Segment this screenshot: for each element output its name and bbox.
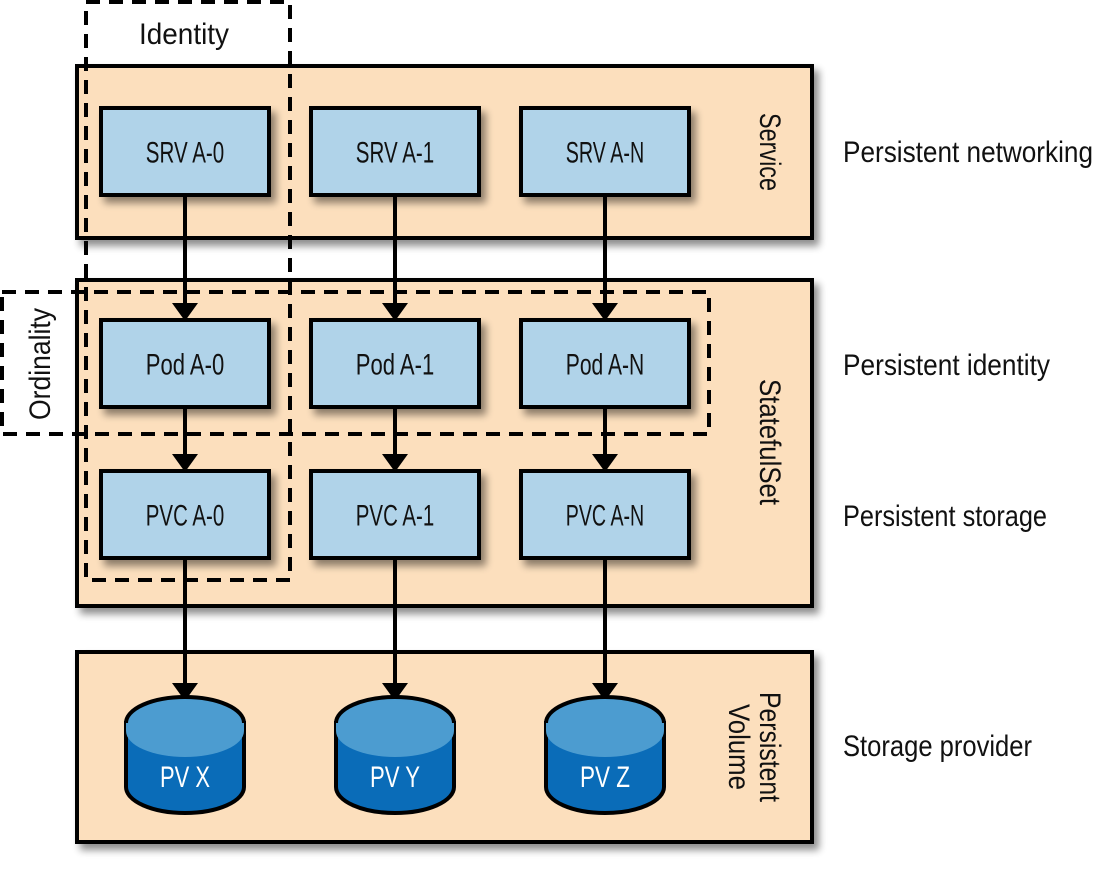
srv-box-label: SRV A-N: [566, 137, 644, 170]
connectors: [172, 195, 618, 701]
arrow-head-icon: [592, 454, 618, 472]
pvc-box-rect: [99, 469, 271, 560]
persistent-volume-cylinder-icon: PV X: [124, 695, 246, 815]
persistent-volume-label: PV X: [160, 761, 210, 794]
pvc-box: PVC A-1: [309, 469, 481, 560]
pod-box-rect: [309, 318, 481, 409]
pod-box-label: Pod A-N: [566, 349, 644, 382]
cylinder-top: [546, 697, 664, 757]
cylinder-top-outline: [334, 695, 456, 724]
pod-box-rect: [99, 318, 271, 409]
arrow-head-icon: [592, 683, 618, 701]
ordinality-group-outline: [0, 290, 711, 436]
srv-box: SRV A-1: [309, 106, 481, 197]
pod-box-label: Pod A-0: [146, 349, 224, 382]
pvc-box: PVC A-0: [99, 469, 271, 560]
srv-box-rect: [519, 106, 691, 197]
srv-box-rect: [99, 106, 271, 197]
persistent-volume-cylinder-icon: PV Z: [544, 695, 666, 815]
description-persistent-storage: Persistent storage: [843, 500, 1047, 533]
pod-box: Pod A-N: [519, 318, 691, 409]
arrow-head-icon: [382, 303, 408, 321]
resource-boxes: SRV A-0 SRV A-1 SRV A-N Pod A-0 Pod A-1 Pod A…: [99, 106, 691, 560]
pvc-box-label: PVC A-N: [566, 500, 644, 533]
pvc-box-rect: [309, 469, 481, 560]
pvc-box-rect: [519, 469, 691, 560]
arrow-head-icon: [382, 683, 408, 701]
cylinder-top: [126, 697, 244, 757]
volume-cylinders: PV X PV Y PV Z: [124, 695, 666, 815]
arrow-head-icon: [172, 683, 198, 701]
pod-box: Pod A-0: [99, 318, 271, 409]
cylinder-top-outline: [544, 695, 666, 724]
srv-box-label: SRV A-1: [356, 137, 434, 170]
srv-box-rect: [309, 106, 481, 197]
srv-box: SRV A-0: [99, 106, 271, 197]
arrow-head-icon: [592, 303, 618, 321]
identity-group-label: Identity: [139, 18, 229, 51]
arrow-head-icon: [172, 454, 198, 472]
srv-box: SRV A-N: [519, 106, 691, 197]
description-storage-provider: Storage provider: [843, 730, 1032, 763]
description-persistent-identity: Persistent identity: [843, 349, 1050, 382]
arrow-head-icon: [382, 454, 408, 472]
pod-box: Pod A-1: [309, 318, 481, 409]
persistent-volume-label: PV Y: [370, 761, 420, 794]
statefulset-layer-title: StatefulSet: [753, 379, 786, 506]
arrow-head-icon: [172, 303, 198, 321]
description-persistent-networking: Persistent networking: [843, 136, 1093, 169]
pod-box-label: Pod A-1: [356, 349, 434, 382]
service-layer-title: Service: [753, 113, 786, 191]
persistent-volume-label: PV Z: [580, 761, 630, 794]
srv-box-label: SRV A-0: [146, 137, 224, 170]
pod-box-rect: [519, 318, 691, 409]
cylinder-top-outline: [124, 695, 246, 724]
persistent-volume-title-line1: Persistent: [753, 692, 786, 803]
persistent-volume-title-line2: Volume: [722, 704, 755, 790]
ordinality-group-label: Ordinality: [24, 308, 57, 420]
pvc-box-label: PVC A-1: [356, 500, 434, 533]
pvc-box-label: PVC A-0: [146, 500, 224, 533]
cylinder-top: [336, 697, 454, 757]
persistent-volume-cylinder-icon: PV Y: [334, 695, 456, 815]
pvc-box: PVC A-N: [519, 469, 691, 560]
